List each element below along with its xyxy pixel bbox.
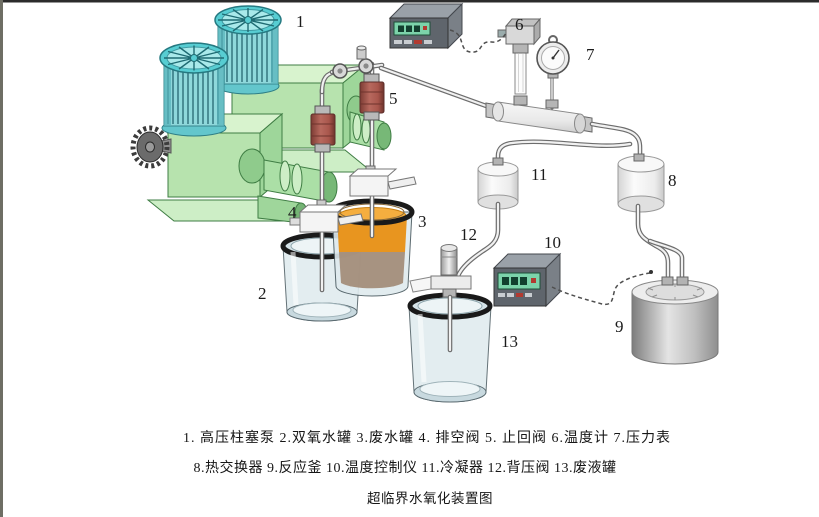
label-1: 1	[296, 12, 305, 31]
thermometer	[497, 17, 542, 106]
valve-lever	[337, 213, 364, 226]
temperature-controller	[492, 252, 653, 308]
sensor-cable	[449, 29, 508, 53]
label-2: 2	[258, 284, 267, 303]
label-9: 9	[615, 317, 624, 336]
top-border	[0, 0, 819, 3]
vent-valve-line2	[289, 199, 364, 233]
fan-spokes-icon	[218, 8, 278, 32]
gauge-needle	[552, 49, 560, 59]
left-border	[0, 0, 3, 517]
controller-cable	[551, 272, 651, 306]
heat-exchanger	[617, 153, 665, 213]
label-3: 3	[418, 212, 427, 231]
vent-valve-line3	[348, 165, 417, 197]
legend-line-1: 1. 高压柱塞泵 2.双氧水罐 3.废水罐 4. 排空阀 5. 止回阀 6.温度…	[183, 429, 671, 446]
fan-spokes-icon	[164, 45, 224, 71]
pressure-gauge	[536, 35, 570, 110]
check-valve-rear	[359, 73, 385, 121]
label-4: 4	[288, 203, 297, 222]
label-12: 12	[460, 225, 477, 244]
diagram-title: 超临界水氧化装置图	[367, 491, 493, 506]
check-valve-front	[310, 105, 336, 153]
back-pressure-valve	[409, 244, 472, 298]
label-11: 11	[531, 165, 547, 184]
label-8: 8	[668, 171, 677, 190]
label-6: 6	[515, 15, 524, 34]
pump-head-rear	[349, 111, 392, 151]
legend-line-2: 8.热交换器 9.反应釜 10.温度控制仪 11.冷凝器 12.背压阀 13.废…	[194, 459, 617, 476]
pump-motor-front	[159, 42, 229, 137]
exchanger-reactor-piping	[635, 203, 689, 286]
reactor	[631, 279, 719, 365]
valve-handle	[409, 276, 432, 293]
plunger-pump-front	[130, 42, 338, 224]
valve-lever	[387, 176, 417, 190]
process-piping-right	[495, 121, 643, 170]
handwheel	[130, 125, 172, 169]
temperature-indicator	[388, 2, 508, 53]
condenser	[477, 157, 519, 210]
label-5: 5	[389, 89, 398, 108]
label-10: 10	[544, 233, 561, 252]
label-7: 7	[586, 45, 595, 64]
heater-tube-assembly	[485, 17, 593, 134]
pump-motor-rear	[214, 5, 282, 95]
label-13: 13	[501, 332, 518, 351]
